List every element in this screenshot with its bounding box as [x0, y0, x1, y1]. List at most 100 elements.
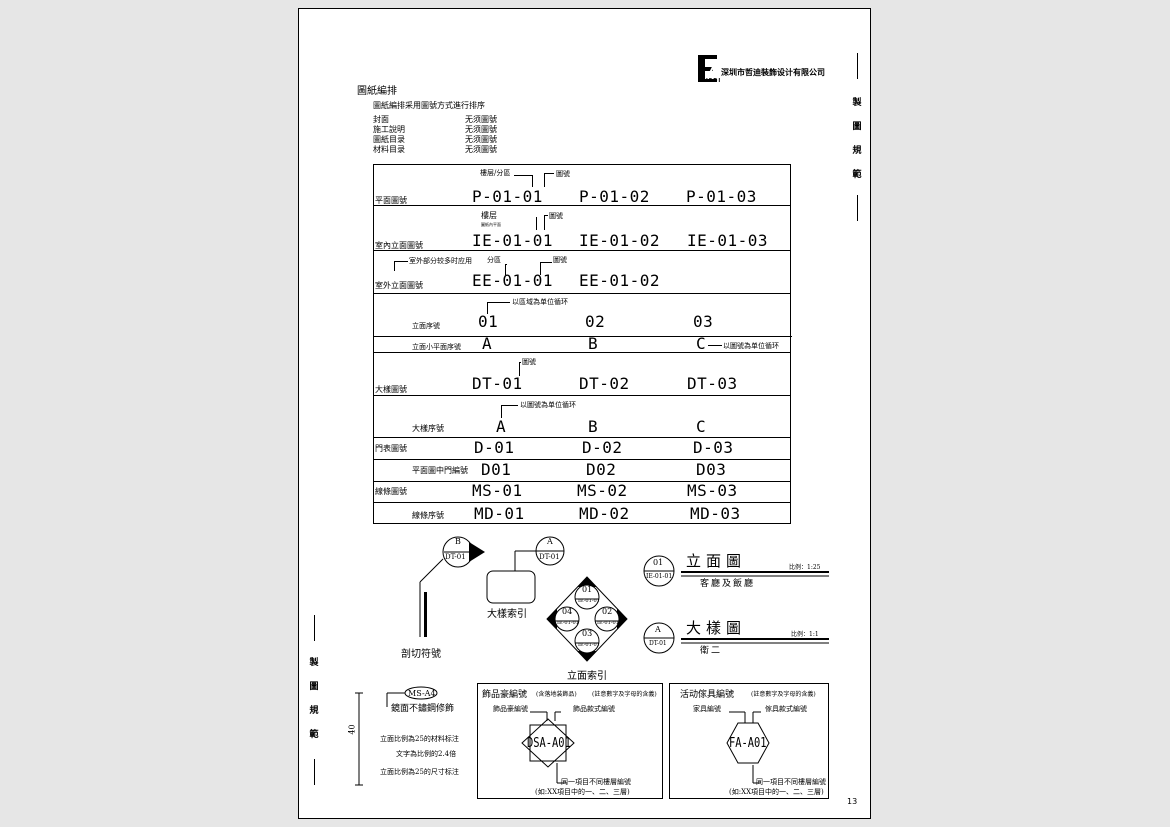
deco-right: 飾品款式編號	[573, 705, 615, 713]
item-name: 圖紙目录	[373, 135, 405, 144]
deco-bottom1: 同一項目不同樓層編號	[561, 778, 631, 786]
elev-index-n2b: IE-01-01	[597, 620, 619, 626]
item-name: 施工說明	[373, 125, 405, 134]
exterior-note-drawing: 圖號	[553, 256, 567, 264]
moulding-seq-code: MD-03	[690, 504, 741, 523]
item-name: 封面	[373, 115, 389, 124]
detail-seq-label: 大樣序號	[412, 424, 444, 433]
side-title-right: 製圖規範	[852, 98, 862, 180]
detail-label: 大樣圖號	[375, 385, 407, 394]
company-logo	[697, 53, 719, 83]
exterior-code: EE-01-01	[472, 271, 554, 290]
interior-code: IE-01-03	[687, 231, 769, 250]
moulding-code: MS-03	[687, 481, 738, 500]
interior-code: IE-01-02	[579, 231, 661, 250]
elev-title-top: 01	[653, 558, 664, 567]
section-cut-label: 剖切符號	[401, 649, 441, 660]
company-name: 深圳市哲迪裝飾设计有限公司	[721, 68, 825, 77]
detail-title-bottom: DT-01	[649, 640, 667, 647]
door-code: D-01	[474, 438, 515, 457]
section-cut-top: B	[455, 537, 461, 546]
material-note: 文字為比例的2.4倍	[396, 750, 457, 758]
item-name: 材料目录	[373, 145, 405, 154]
elev-index-symbol	[546, 576, 628, 662]
side-title-left: 製圖規範	[309, 658, 319, 740]
elev-small-note: 以圖號為单位循环	[723, 342, 779, 350]
material-symbol	[355, 686, 438, 786]
interior-note-sub: 圖紙內平面	[481, 222, 501, 227]
elev-seq-label: 立面序號	[412, 322, 440, 330]
deco-symbol	[521, 711, 575, 784]
item-value: 无须圖號	[465, 135, 497, 144]
side-rule-left-top	[314, 615, 315, 641]
moulding-code: MS-01	[472, 481, 523, 500]
elev-seq-code: 01	[478, 312, 499, 331]
elev-small-code: A	[482, 334, 493, 353]
detail-seq-code: B	[588, 417, 599, 436]
door-code: D-03	[693, 438, 734, 457]
furniture-right: 傢具款式編號	[765, 705, 807, 713]
plan-code: P-01-01	[472, 187, 543, 206]
detail-title-sub: 衛二	[700, 646, 723, 656]
detail-index-label: 大樣索引	[487, 609, 527, 620]
furniture-code-box	[669, 683, 829, 799]
detail-code: DT-03	[687, 374, 738, 393]
interior-note-floor: 樓层	[481, 211, 497, 220]
elev-index-n3b: IE-01-01	[578, 642, 600, 648]
exterior-note-zone: 分區	[487, 256, 501, 264]
material-dimension: 40	[347, 724, 357, 735]
detail-code: DT-02	[579, 374, 630, 393]
detail-title-top: A	[655, 625, 661, 634]
elev-seq-note: 以區域為单位循环	[512, 298, 568, 306]
elev-index-n2: 02	[602, 607, 613, 616]
door-label: 門表圖號	[375, 444, 407, 453]
material-code: MS-A4	[408, 689, 436, 698]
elev-small-code: C	[696, 334, 707, 353]
moulding-label: 線條圖號	[375, 487, 407, 496]
furniture-left: 家具編號	[693, 705, 721, 713]
detail-seq-note: 以圖號為单位循环	[520, 401, 576, 409]
elev-title-symbol	[643, 555, 829, 587]
furniture-symbol	[726, 711, 770, 784]
deco-left: 飾品豪編號	[493, 705, 528, 713]
detail-note: 圖號	[522, 358, 536, 366]
furniture-code: FA-A01	[729, 736, 767, 751]
elev-title-text: 立面圖	[686, 552, 747, 570]
elev-seq-code: 02	[585, 312, 606, 331]
elev-index-label: 立面索引	[567, 671, 607, 682]
side-rule-left-bottom	[314, 759, 315, 785]
furniture-bottom2: (如:XX項目中的一、二、三層)	[729, 788, 824, 796]
page-number: 13	[847, 797, 858, 806]
plan-label: 平面圖號	[375, 196, 407, 205]
exterior-label: 室外立面圖號	[375, 281, 423, 290]
furniture-note: (註意數字及字母的含義)	[751, 691, 816, 698]
door-plan-label: 平面圖中門編號	[412, 466, 468, 475]
material-note: 立面比例為25的尺寸标注	[380, 768, 459, 776]
side-rule-top	[857, 53, 858, 79]
detail-index-bottom: DT-01	[539, 553, 560, 561]
elev-index-n4: 04	[562, 607, 573, 616]
detail-seq-code: C	[696, 417, 707, 436]
plan-note-floor: 樓层/分區	[480, 169, 511, 177]
section-cut-bottom: DT-01	[445, 553, 466, 561]
numbering-table: 樓层/分區 圖號 平面圖號 P-01-01 P-01-02 P-01-03 樓层…	[373, 164, 792, 524]
item-value: 无须圖號	[465, 125, 497, 134]
moulding-seq-code: MD-02	[579, 504, 630, 523]
interior-code: IE-01-01	[472, 231, 554, 250]
moulding-seq-label: 線條序號	[412, 511, 444, 520]
detail-title-symbol	[643, 622, 829, 654]
elev-index-n4b: IE-01-01	[557, 620, 579, 626]
side-rule-bottom	[857, 195, 858, 221]
interior-note-drawing: 圖號	[549, 212, 563, 220]
section-values: 无须圖號 无须圖號 无须圖號 无须圖號	[465, 115, 497, 155]
exterior-code: EE-01-02	[579, 271, 661, 290]
elev-title-sub: 客廳及飯廳	[700, 579, 756, 589]
elev-index-n3: 03	[582, 629, 593, 638]
door-code: D-02	[582, 438, 623, 457]
plan-note-drawing: 圖號	[556, 170, 570, 178]
interior-label: 室內立面圖號	[375, 241, 423, 250]
section-items: 封面 施工說明 圖紙目录 材料目录	[373, 115, 405, 155]
furniture-bottom1: 同一項目不同樓層編號	[756, 778, 826, 786]
elev-small-code: B	[588, 334, 599, 353]
detail-index-symbol	[486, 536, 565, 604]
